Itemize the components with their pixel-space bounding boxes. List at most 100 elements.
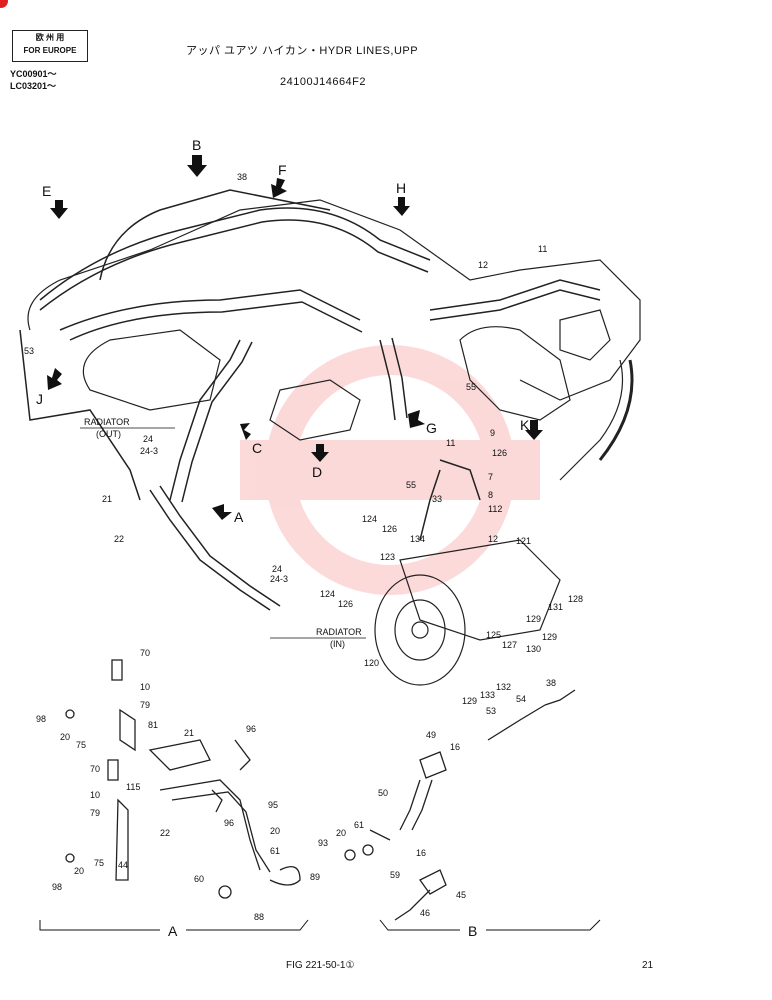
callout: 10 xyxy=(90,790,100,800)
callout: 38 xyxy=(237,172,247,182)
detail-b-drawing xyxy=(344,689,576,921)
callout: 20 xyxy=(270,826,280,836)
callout: 59 xyxy=(390,870,400,880)
section-brackets xyxy=(39,919,601,931)
callout: 79 xyxy=(90,808,100,818)
callout: 11 xyxy=(446,438,455,448)
callout: 33 xyxy=(432,494,442,504)
radiator-out-label: RADIATOR xyxy=(84,417,130,427)
callout: 96 xyxy=(246,724,256,734)
section-label-a: A xyxy=(168,923,178,939)
callout: 50 xyxy=(378,788,388,798)
callout: 98 xyxy=(36,714,46,724)
callout: 129 xyxy=(542,632,557,642)
figure-number: FIG 221-50-1① xyxy=(286,960,355,971)
callout: 128 xyxy=(568,594,583,604)
callout: 126 xyxy=(382,524,397,534)
view-labels: B E F H J C D G K A xyxy=(36,137,530,525)
callout: 9 xyxy=(490,428,495,438)
callout: 95 xyxy=(268,800,278,810)
view-label-c: C xyxy=(252,440,262,456)
callout: 20 xyxy=(74,866,84,876)
callout: 131 xyxy=(548,602,563,612)
callout: 88 xyxy=(254,912,264,922)
europe-stamp: 欧 州 用 FOR EUROPE xyxy=(12,30,88,62)
callout: 53 xyxy=(486,706,496,716)
callout: 132 xyxy=(496,682,511,692)
callout: 44 xyxy=(118,860,128,870)
main-piping xyxy=(19,189,634,611)
callout: 93 xyxy=(318,838,328,848)
detail-a-drawing xyxy=(65,659,301,899)
engine-outline xyxy=(27,199,641,686)
detail-b-callouts: 49 16 50 20 61 93 59 16 45 46 xyxy=(318,730,466,918)
section-label-b: B xyxy=(468,923,477,939)
callout: 121 xyxy=(516,536,531,546)
callout: 89 xyxy=(310,872,320,882)
view-label-g: G xyxy=(426,420,437,436)
callout: 21 xyxy=(184,728,194,738)
callout: 124 xyxy=(362,514,377,524)
callout: 16 xyxy=(450,742,460,752)
serial-range: YC00901～ LC03201～ xyxy=(10,68,57,92)
callout: 7 xyxy=(488,472,493,482)
view-label-k: K xyxy=(520,417,530,433)
view-arrows xyxy=(47,155,543,520)
callout: 10 xyxy=(140,682,150,692)
red-corner-mark xyxy=(0,0,8,8)
radiator-in-sub: (IN) xyxy=(330,639,345,649)
callout: 20 xyxy=(336,828,346,838)
callout: 129 xyxy=(526,614,541,624)
callout: 130 xyxy=(526,644,541,654)
callout: 45 xyxy=(456,890,466,900)
callout: 12 xyxy=(488,534,498,544)
callout: 12 xyxy=(478,260,488,270)
serial-2: LC03201～ xyxy=(10,81,57,91)
callout: 24-3 xyxy=(270,574,288,584)
radiator-in-label: RADIATOR xyxy=(316,627,362,637)
view-label-d: D xyxy=(312,464,322,480)
callout: 120 xyxy=(364,658,379,668)
callout: 129 xyxy=(462,696,477,706)
stamp-line-1: 欧 州 用 xyxy=(35,33,65,42)
callout: 60 xyxy=(194,874,204,884)
callout: 112 xyxy=(488,504,502,514)
callout: 115 xyxy=(126,782,140,792)
callout: 55 xyxy=(406,480,416,490)
callout: 126 xyxy=(492,448,507,458)
callout: 75 xyxy=(94,858,104,868)
callout: 125 xyxy=(486,630,501,640)
callout: 54 xyxy=(516,694,526,704)
page-title: アッパ ユアツ ハイカン・HYDR LINES,UPP xyxy=(186,45,419,57)
callout: 75 xyxy=(76,740,86,750)
callout: 124 xyxy=(320,589,335,599)
main-callouts: 38 11 12 53 55 24 24-3 21 22 9 126 7 8 3… xyxy=(24,172,583,716)
callout: 79 xyxy=(140,700,150,710)
callout: 133 xyxy=(480,690,495,700)
callout: 22 xyxy=(114,534,124,544)
callout: 24-3 xyxy=(140,446,158,456)
callout: 123 xyxy=(380,552,395,562)
callout: 22 xyxy=(160,828,170,838)
view-label-a: A xyxy=(234,509,244,525)
page-number: 21 xyxy=(642,960,654,971)
callout: 49 xyxy=(426,730,436,740)
view-label-f: F xyxy=(278,162,287,178)
view-label-e: E xyxy=(42,183,51,199)
callout: 126 xyxy=(338,599,353,609)
view-label-b: B xyxy=(192,137,201,153)
callout: 55 xyxy=(466,382,476,392)
callout: 61 xyxy=(270,846,280,856)
callout: 61 xyxy=(354,820,364,830)
view-label-h: H xyxy=(396,180,406,196)
callout: 11 xyxy=(538,244,547,254)
callout: 81 xyxy=(148,720,158,730)
callout: 53 xyxy=(24,346,34,356)
callout: 16 xyxy=(416,848,426,858)
radiator-out-sub: (OUT) xyxy=(96,429,121,439)
stamp-line-2: FOR EUROPE xyxy=(23,46,77,55)
callout: 70 xyxy=(90,764,100,774)
detail-a-callouts: 70 10 79 98 20 75 81 21 96 115 70 10 79 … xyxy=(36,648,320,922)
